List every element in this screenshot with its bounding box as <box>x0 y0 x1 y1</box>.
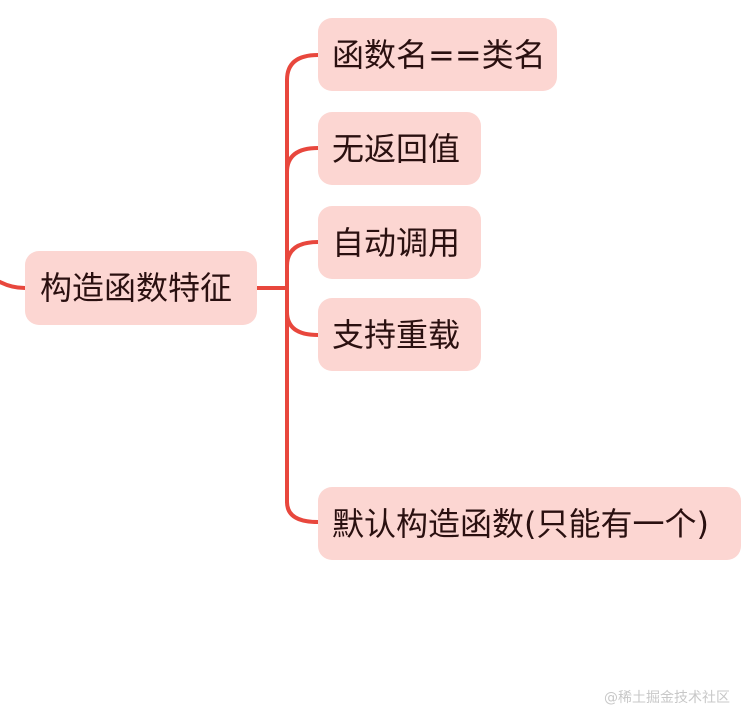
branch-node[interactable]: 自动调用 <box>318 206 481 279</box>
connector-branch-2 <box>285 146 320 174</box>
branch-node[interactable]: 支持重载 <box>318 298 481 371</box>
connector-branch-5 <box>285 500 320 524</box>
branch-node[interactable]: 默认构造函数(只能有一个) <box>318 487 741 560</box>
central-topic-node[interactable]: 构造函数特征 <box>25 251 257 325</box>
watermark: @稀土掘金技术社区 <box>604 690 730 706</box>
central-topic-label: 构造函数特征 <box>40 269 233 307</box>
connector-branch-1 <box>285 53 320 82</box>
branch-node[interactable]: 无返回值 <box>318 112 481 185</box>
branch-label: 支持重载 <box>332 315 461 354</box>
connector-branch-4 <box>285 310 320 337</box>
branch-label: 自动调用 <box>332 223 461 262</box>
connector-branch-3 <box>285 240 320 268</box>
branch-label: 函数名==类名 <box>332 35 546 74</box>
connector-from-parent <box>0 280 27 290</box>
branch-node[interactable]: 函数名==类名 <box>318 18 557 91</box>
branch-label: 无返回值 <box>332 129 461 168</box>
branch-label: 默认构造函数(只能有一个) <box>332 504 709 543</box>
